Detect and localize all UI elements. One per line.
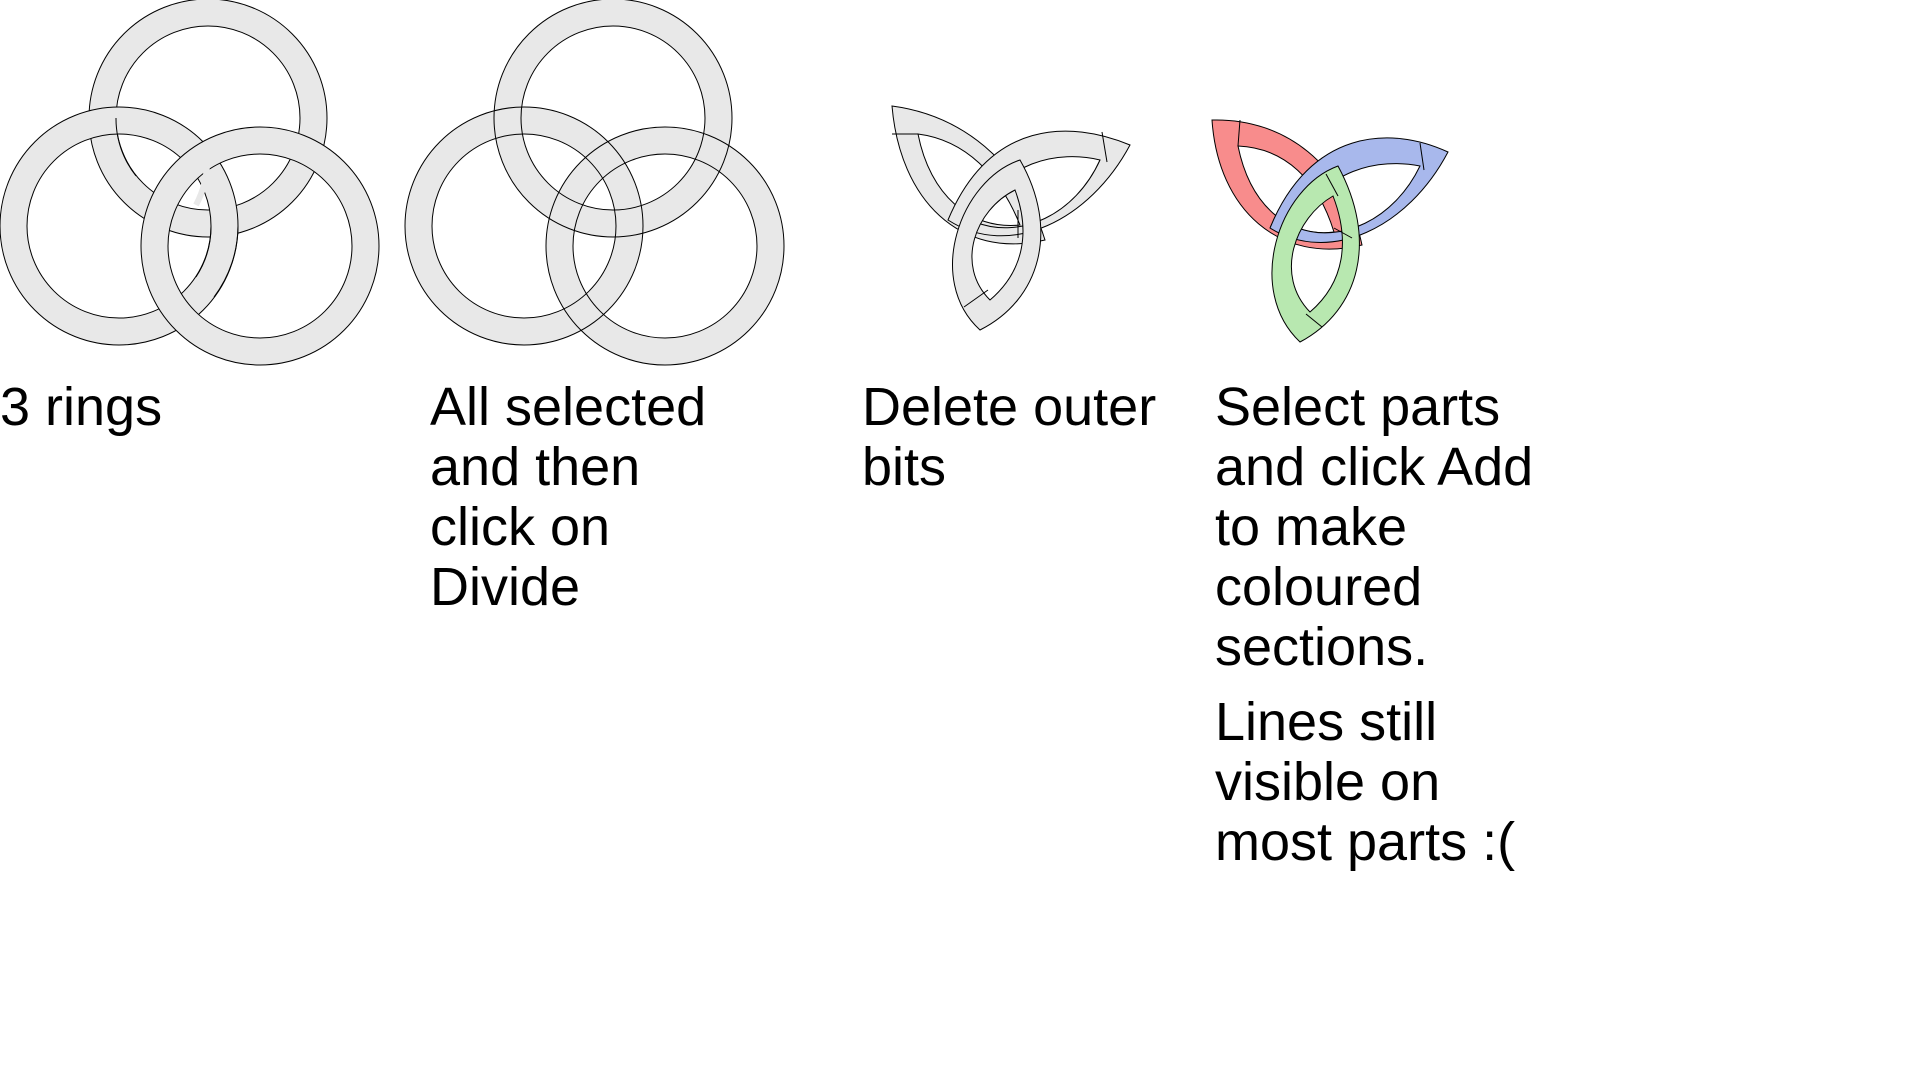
caption-line: click on <box>430 497 611 557</box>
caption-step1: 3 rings <box>0 377 162 437</box>
step3-triquetra-gray <box>891 105 1131 331</box>
caption-step2: All selected and then click on Divide <box>430 377 706 617</box>
caption-line: most parts :( <box>1215 812 1516 872</box>
caption-step4-note: Lines still visible on most parts :( <box>1215 692 1515 872</box>
caption-line: and click Add <box>1215 437 1534 497</box>
caption-line: visible on <box>1215 752 1441 812</box>
step2-divided-rings <box>404 0 785 366</box>
caption-line: coloured <box>1215 557 1423 617</box>
diagram-canvas <box>0 0 1449 366</box>
caption-step4: Select parts and click Add to make colou… <box>1215 377 1533 677</box>
step1-three-rings <box>0 0 380 366</box>
caption-line: bits <box>862 437 947 497</box>
caption-line: to make <box>1215 497 1408 557</box>
caption-line: 3 rings <box>0 377 163 437</box>
caption-line: and then <box>430 437 641 497</box>
ring-right <box>140 126 380 366</box>
step4-triquetra-coloured <box>1211 119 1449 343</box>
caption-line: All selected <box>430 377 707 437</box>
caption-line: Select parts <box>1215 377 1501 437</box>
green-section <box>1271 165 1360 343</box>
caption-line: Delete outer <box>862 377 1157 437</box>
caption-step3: Delete outer bits <box>862 377 1156 497</box>
caption-line: Divide <box>430 557 581 617</box>
caption-line: Lines still <box>1215 692 1438 752</box>
caption-line: sections. <box>1215 617 1429 677</box>
